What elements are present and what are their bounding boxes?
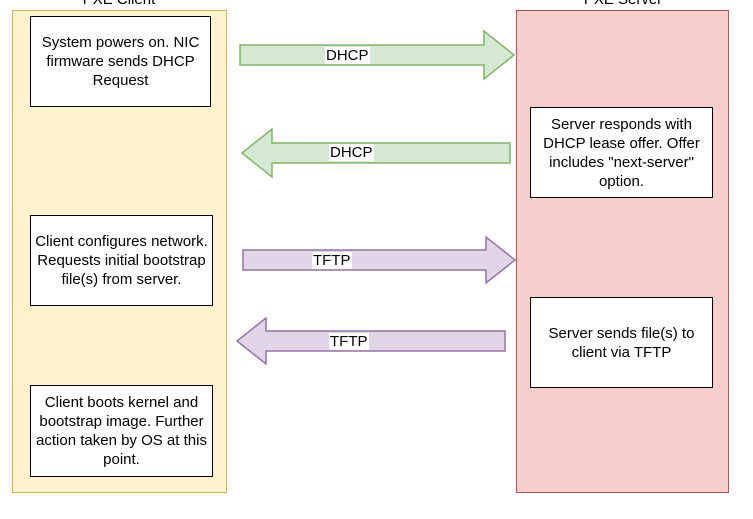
server-lane xyxy=(516,10,729,493)
server-step-offer: Server responds with DHCP lease offer. O… xyxy=(530,107,713,198)
arrow-label-tftp-request: TFTP xyxy=(312,252,352,269)
arrow-dhcp-offer xyxy=(240,127,511,179)
server-step-send: Server sends file(s) to client via TFTP xyxy=(530,297,713,388)
server-lane-title: PXE Server xyxy=(516,0,730,8)
arrow-tftp-transfer xyxy=(235,316,506,366)
arrow-label-dhcp-request: DHCP xyxy=(325,47,370,64)
client-step-configure: Client configures network. Requests init… xyxy=(30,215,213,306)
arrow-tftp-request xyxy=(242,235,517,285)
arrow-label-tftp-transfer: TFTP xyxy=(329,333,369,350)
client-step-power-on: System powers on. NIC firmware sends DHC… xyxy=(30,16,211,107)
arrow-dhcp-request xyxy=(239,29,516,81)
arrow-label-dhcp-offer: DHCP xyxy=(329,144,374,161)
client-step-boot: Client boots kernel and bootstrap image.… xyxy=(30,385,213,477)
client-lane-title: PXE Client xyxy=(12,0,226,8)
